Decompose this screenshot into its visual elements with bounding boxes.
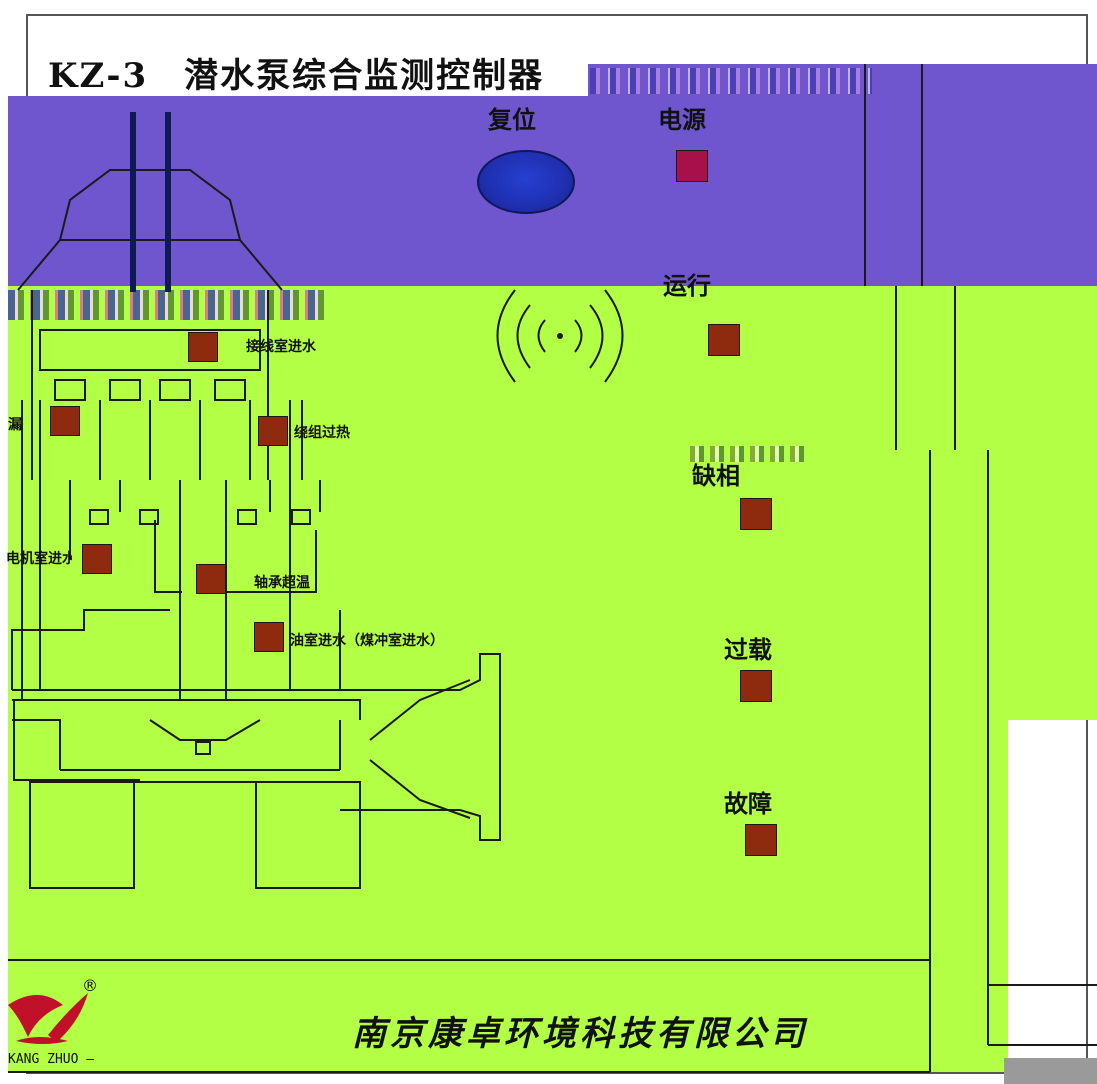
oil-water-indicator (254, 622, 284, 652)
phase-loss-label: 缺相 (692, 462, 740, 490)
fault-label: 故障 (724, 790, 772, 818)
phase-loss-indicator (740, 498, 772, 530)
green-band-right (990, 450, 1097, 720)
green-band-lower (8, 450, 1008, 1072)
corner-block (1004, 1058, 1097, 1084)
logo-text: KANG ZHUO — (8, 1052, 95, 1067)
motor-water-indicator (82, 544, 112, 574)
bearing-overheat-indicator (196, 564, 226, 594)
glitch-strip-green-2 (690, 446, 810, 462)
fault-indicator (745, 824, 777, 856)
oil-water-label: 油室进水（煤冲室进水） (290, 633, 444, 649)
junction-water-label: 接线室进水 (246, 339, 316, 355)
overload-indicator (740, 670, 772, 702)
power-indicator (676, 150, 708, 182)
reset-button[interactable] (477, 150, 575, 214)
run-indicator (708, 324, 740, 356)
leak-left-label: 漏 (8, 417, 22, 433)
winding-overheat-label: 绕组过热 (294, 425, 350, 441)
glitch-strip (590, 68, 872, 94)
bearing-overheat-label: 轴承超温 (254, 575, 310, 591)
motor-water-label: 电机室进水 (6, 551, 72, 567)
company-logo (8, 993, 88, 1044)
reset-label: 复位 (488, 106, 536, 134)
junction-water-indicator (188, 332, 218, 362)
registered-mark: ® (82, 976, 98, 995)
page-title: KZ-3 潜水泵综合监测控制器 (48, 56, 545, 96)
power-label: 电源 (658, 106, 706, 134)
leak-left-indicator (50, 406, 80, 436)
run-label: 运行 (663, 272, 711, 300)
company-name: 南京康卓环境科技有限公司 (352, 1014, 808, 1054)
overload-label: 过载 (724, 636, 772, 664)
winding-overheat-indicator (258, 416, 288, 446)
glitch-strip-green (8, 290, 330, 320)
